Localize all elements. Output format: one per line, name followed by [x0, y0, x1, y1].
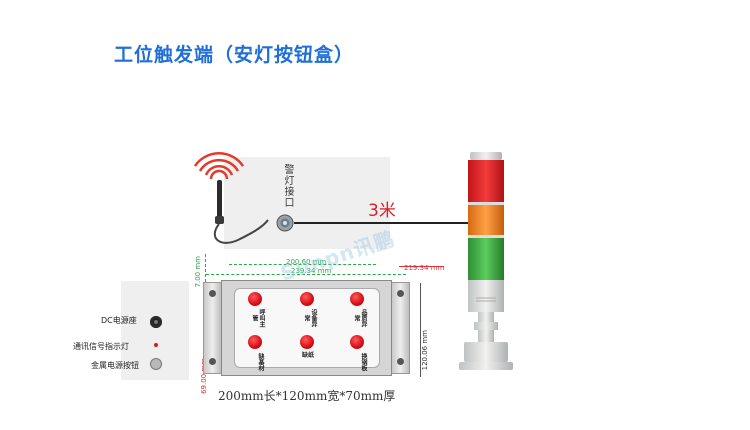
dimension-height: 120.06 mm [421, 330, 429, 371]
dimension-side-offset: 219.34 mm [404, 264, 445, 272]
dimension-top-offset: 7.00 mm [194, 256, 202, 288]
bracket-hole [209, 290, 216, 297]
button-lack-substrate[interactable] [248, 335, 262, 349]
button-label-quality-abnormal: 品质异常 [353, 309, 367, 327]
button-lack-paper[interactable] [300, 335, 314, 349]
dimension-line-inner-width [229, 264, 376, 265]
dimensions-caption: 200mm长*120mm宽*70mm厚 [218, 389, 396, 403]
dimension-line-side [399, 266, 444, 267]
warning-port-connector-icon [276, 214, 294, 232]
legend-label-dc-power: DC电源座 [101, 316, 137, 325]
button-equipment-abnormal[interactable] [300, 292, 314, 306]
warning-port-label: 警灯接口 [282, 164, 293, 208]
dimension-line-outer-width [206, 274, 406, 275]
button-label-equipment-abnormal: 设备异常 [303, 309, 317, 327]
legend-label-signal-light: 通讯信号指示灯 [73, 342, 129, 351]
antenna-icon [213, 180, 269, 244]
legend-label-power-button: 金属电源按钮 [91, 361, 139, 370]
wireless-signal-icon [194, 152, 244, 180]
tower-light-icon [459, 152, 513, 370]
dimension-line-height [420, 283, 421, 377]
signal-indicator-icon [154, 343, 158, 347]
bracket-hole [209, 358, 216, 365]
button-label-lack-paper: 缺纸 [301, 352, 314, 359]
metal-power-button-icon [150, 358, 162, 370]
dc-power-jack-core [154, 320, 158, 324]
dimension-line-top [205, 254, 206, 282]
bracket-hole [397, 290, 404, 297]
distance-label: 3米 [368, 201, 396, 221]
bracket-hole [397, 358, 404, 365]
button-label-lack-substrate: 缺基材 [257, 353, 264, 371]
cable-line [294, 222, 472, 224]
dimension-inner-width: 200.60 mm [286, 258, 327, 266]
button-change-steel-plate[interactable] [350, 335, 364, 349]
page-title: 工位触发端（安灯按钮盒） [114, 44, 355, 66]
button-call-supervisor[interactable] [248, 292, 262, 306]
dimension-outer-width: 239.34 mm [291, 267, 332, 275]
button-label-change-steel-plate: 换钢板 [360, 353, 367, 371]
button-quality-abnormal[interactable] [350, 292, 364, 306]
button-label-call-supervisor: 呼叫主管 [251, 309, 265, 327]
